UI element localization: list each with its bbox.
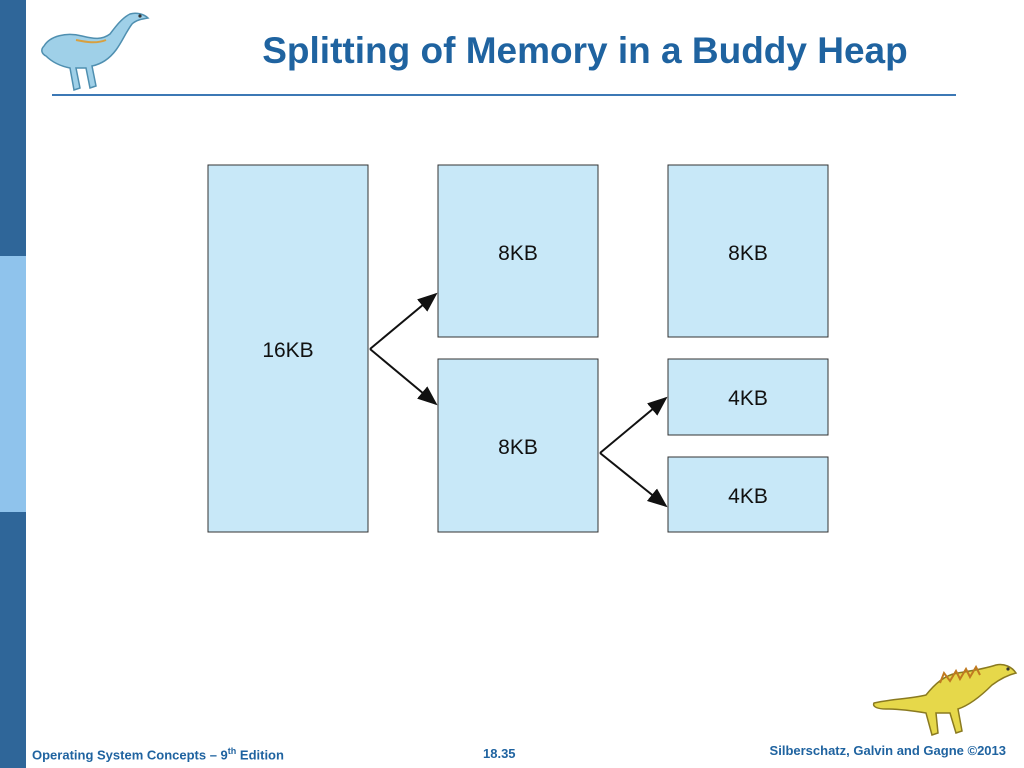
- footer-page-number: 18.35: [483, 746, 516, 761]
- slide-title: Splitting of Memory in a Buddy Heap: [262, 30, 908, 71]
- block-4kb-lower: 4KB: [667, 456, 829, 533]
- footer-book-sup: th: [227, 746, 237, 756]
- block-16kb-label: 16KB: [262, 339, 313, 362]
- block-8kb-kept: 8KB: [667, 164, 829, 338]
- block-4kb-upper: 4KB: [667, 358, 829, 436]
- block-4kb-upper-label: 4KB: [728, 387, 768, 410]
- block-8kb-upper: 8KB: [437, 164, 599, 338]
- split-arrow-16-to-upper: [369, 292, 438, 350]
- split-arrow-16-to-lower: [369, 348, 438, 406]
- split-arrow-8-to-4-upper: [599, 396, 668, 454]
- sidebar-band-bottom: [0, 512, 26, 768]
- dinosaur-logo-top: [41, 12, 150, 91]
- block-8kb-upper-label: 8KB: [498, 242, 538, 265]
- split-arrow-8-to-4-lower: [599, 452, 668, 508]
- footer-book-title: Operating System Concepts – 9th Edition: [32, 746, 284, 762]
- block-8kb-lower-label: 8KB: [498, 436, 538, 459]
- block-4kb-lower-label: 4KB: [728, 485, 768, 508]
- sidebar-band-top: [0, 0, 26, 256]
- title-divider: [52, 94, 956, 96]
- footer-copyright: Silberschatz, Galvin and Gagne ©2013: [769, 743, 1006, 758]
- block-16kb: 16KB: [207, 164, 369, 533]
- footer-book-prefix: Operating System Concepts – 9: [32, 747, 228, 763]
- footer-book-suffix: Edition: [236, 747, 284, 763]
- block-8kb-lower: 8KB: [437, 358, 599, 533]
- sidebar-band-middle: [0, 256, 26, 512]
- block-8kb-kept-label: 8KB: [728, 242, 768, 265]
- dinosaur-logo-bottom: [872, 663, 1018, 736]
